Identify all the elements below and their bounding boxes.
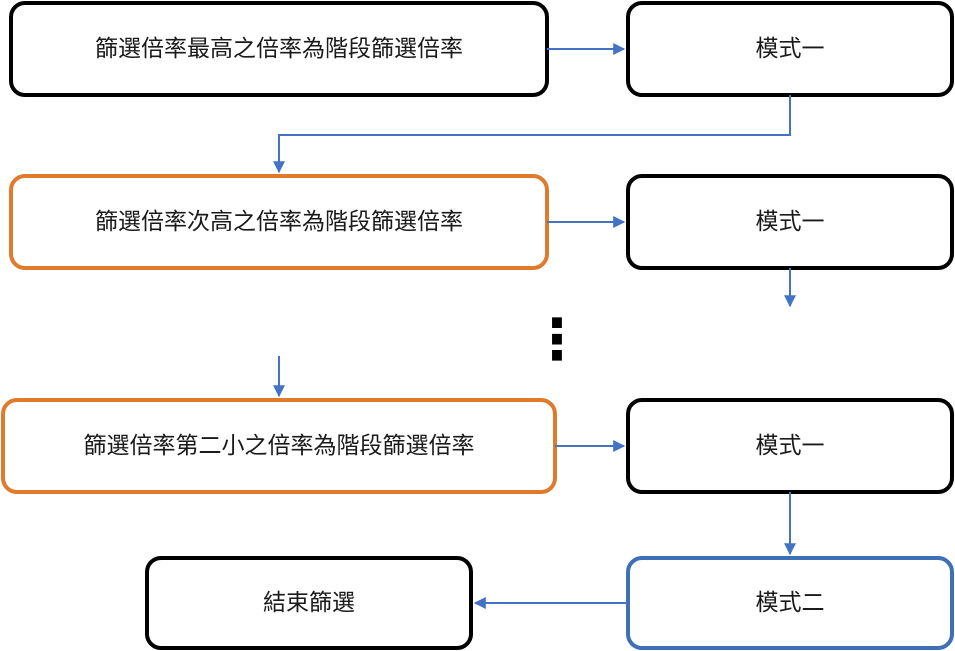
box-end-frame: [145, 556, 473, 650]
box-mode2-label: 模式二: [756, 590, 825, 616]
box-mode2: 模式二: [626, 556, 954, 650]
box-mode1-c-label: 模式一: [756, 433, 825, 459]
box-step3: 篩選倍率第二小之倍率為階段篩選倍率: [1, 398, 557, 494]
box-step1-label: 篩選倍率最高之倍率為階段篩選倍率: [95, 36, 463, 62]
box-step3-label: 篩選倍率第二小之倍率為階段篩選倍率: [84, 433, 475, 459]
box-mode1-a: 模式一: [626, 1, 954, 97]
box-step2-label: 篩選倍率次高之倍率為階段篩選倍率: [95, 209, 463, 235]
box-step2: 篩選倍率次高之倍率為階段篩選倍率: [9, 174, 549, 270]
arrow-mode1-a-to-step2: [273, 95, 791, 174]
box-mode1-b: 模式一: [626, 174, 954, 270]
ellipsis-mark: ⋮: [529, 308, 585, 373]
box-end-label: 結束篩選: [263, 590, 355, 616]
box-mode1-c: 模式一: [626, 398, 954, 494]
box-mode1-b-label: 模式一: [756, 209, 825, 235]
box-mode1-a-label: 模式一: [756, 36, 825, 62]
box-step1: 篩選倍率最高之倍率為階段篩選倍率: [9, 1, 549, 97]
box-end: 結束篩選: [145, 556, 473, 650]
